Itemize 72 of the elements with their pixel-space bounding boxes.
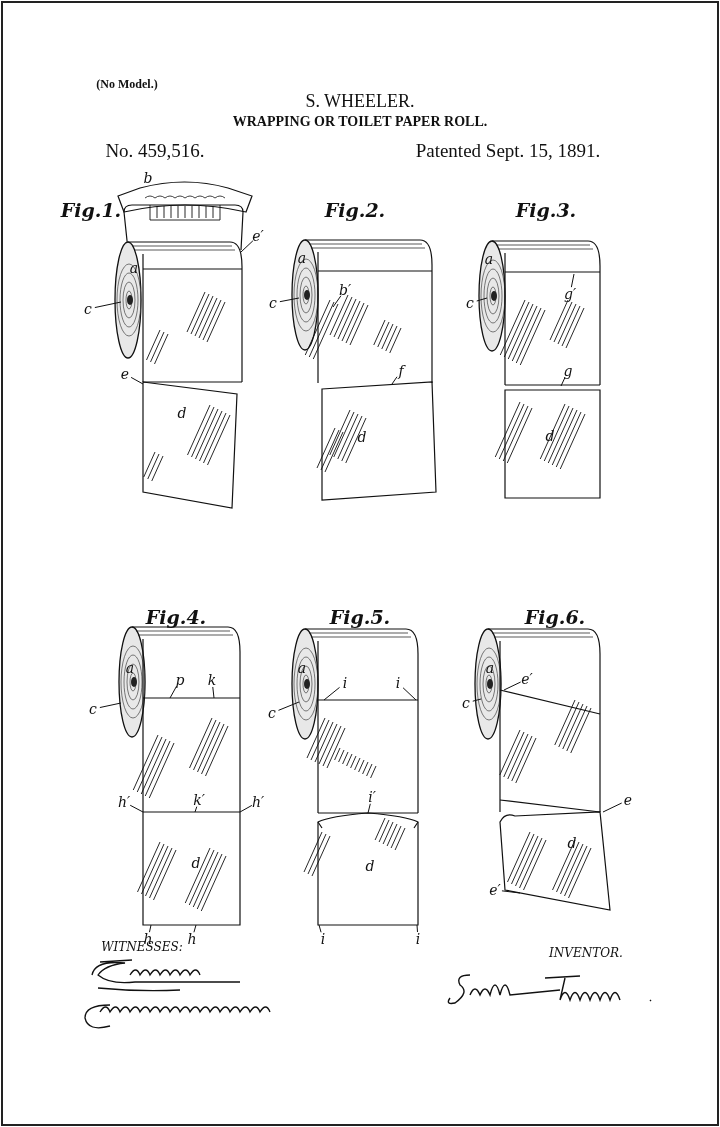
reference-letter: d <box>357 430 367 444</box>
reference-letter: c <box>89 702 97 716</box>
patent-title: WRAPPING OR TOILET PAPER ROLL. <box>232 115 488 129</box>
leader-line <box>332 295 342 308</box>
figure-label: Fig.2. <box>324 200 386 220</box>
figure-label: Fig.1. <box>60 200 122 220</box>
leader-line <box>212 686 215 699</box>
leader-line <box>416 924 418 933</box>
inventor-heading: INVENTOR. <box>549 947 623 959</box>
leader-line <box>279 297 300 303</box>
reference-letter: d <box>545 429 555 443</box>
reference-letter: c <box>269 296 277 310</box>
reference-letter: h′ <box>251 795 265 809</box>
figure-label: Fig.4. <box>145 607 207 627</box>
leader-line <box>194 806 198 813</box>
leader-line <box>193 924 197 933</box>
reference-letter: a <box>485 661 495 675</box>
figure-label: Fig.6. <box>524 607 586 627</box>
leader-line <box>323 686 341 701</box>
leader-line <box>472 698 482 702</box>
inventor-name: S. WHEELER. <box>305 92 415 110</box>
reference-letter: c <box>462 696 470 710</box>
reference-letter: g <box>563 364 573 378</box>
toilet-roll-drawing <box>291 628 419 926</box>
figure-label: Fig.3. <box>515 200 577 220</box>
leader-line <box>570 273 575 288</box>
reference-letter: a <box>297 251 307 265</box>
leader-line <box>367 803 371 814</box>
toilet-roll-drawing <box>474 628 611 911</box>
reference-letter: c <box>84 302 92 316</box>
reference-letter: c <box>466 296 474 310</box>
model-note: (No Model.) <box>96 78 158 90</box>
reference-letter: h <box>187 932 197 946</box>
leader-line <box>501 890 521 894</box>
leader-line <box>391 376 398 385</box>
reference-letter: e <box>623 793 633 807</box>
leader-line <box>130 376 144 385</box>
leader-line <box>169 685 178 699</box>
leader-line <box>402 687 417 701</box>
leader-line <box>503 681 522 691</box>
reference-letter: d <box>567 836 577 850</box>
leader-line <box>129 804 144 813</box>
toilet-roll-drawing <box>118 626 241 926</box>
leader-line <box>99 702 122 709</box>
figure-label: Fig.5. <box>329 607 391 627</box>
reference-letter: c <box>268 706 276 720</box>
reference-letter: i <box>415 932 421 946</box>
reference-letter: e′ <box>252 229 264 243</box>
reference-letter: a <box>484 252 494 266</box>
reference-letter: p <box>175 673 185 687</box>
leader-line <box>240 240 254 253</box>
reference-letter: d <box>365 859 375 873</box>
reference-letter: a <box>125 661 135 675</box>
reference-letter: e <box>120 367 130 381</box>
reference-letter: b <box>143 171 153 185</box>
leader-line <box>148 924 152 933</box>
reference-letter: d <box>177 406 187 420</box>
leader-line <box>476 297 488 302</box>
leader-line <box>560 376 566 387</box>
leader-line <box>239 804 253 813</box>
leader-line <box>94 301 122 309</box>
patent-date: Patented Sept. 15, 1891. <box>415 140 601 160</box>
leader-line <box>278 701 300 711</box>
patent-number: No. 459,516. <box>105 140 205 160</box>
reference-letter: i <box>320 932 326 946</box>
toilet-roll-drawing <box>478 240 601 499</box>
reference-letter: d <box>191 856 201 870</box>
leader-line <box>602 802 623 813</box>
reference-letter: a <box>297 661 307 675</box>
toilet-roll-drawing <box>291 239 437 501</box>
leader-line <box>318 924 322 933</box>
reference-letter: a <box>129 261 139 275</box>
